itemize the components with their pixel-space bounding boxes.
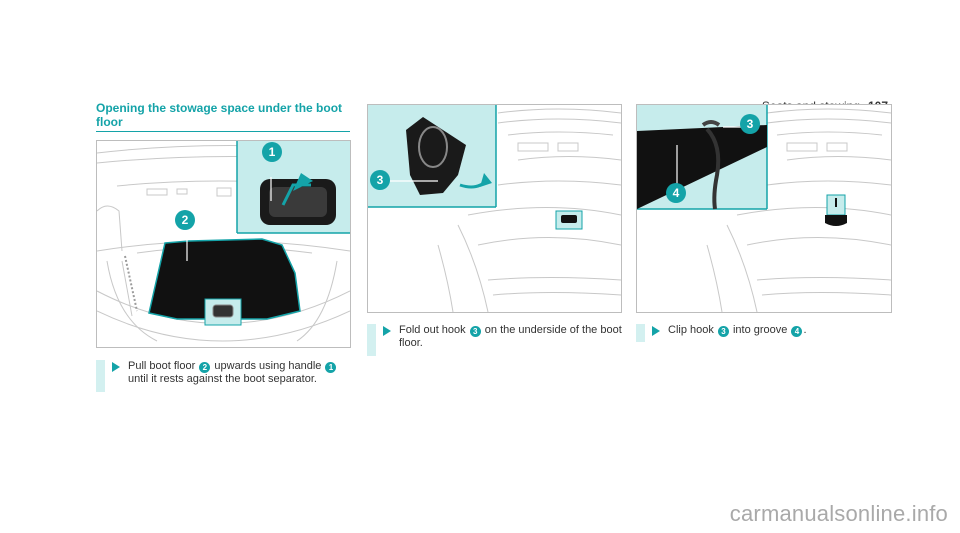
step-text: Pull boot floor 2 upwards using handle 1… xyxy=(128,360,337,386)
ref-badge-3: 3 xyxy=(469,326,481,337)
step-highlight-bar xyxy=(367,324,376,356)
callout-4-fig3: 4 xyxy=(666,183,686,203)
step-text-part: Pull boot floor xyxy=(128,360,199,372)
callout-3-fig2: 3 xyxy=(370,170,390,190)
step-text-part: until it rests against the boot separato… xyxy=(128,373,317,385)
watermark: carmanualsonline.info xyxy=(729,501,948,526)
step-arrow-icon xyxy=(383,326,391,336)
step-arrow-icon xyxy=(112,362,120,372)
step-text-part: upwards using handle xyxy=(211,360,325,372)
step-text-part: on the underside of the boot floor. xyxy=(399,324,622,349)
step-text-part: Fold out hook xyxy=(399,324,469,336)
boot-floor-illustration xyxy=(97,141,350,342)
step-text-part: . xyxy=(803,324,807,336)
step-text-part: Clip hook xyxy=(668,324,717,336)
step-highlight-bar xyxy=(96,360,105,392)
step-highlight-bar xyxy=(636,324,645,342)
callout-3-fig3: 3 xyxy=(740,114,760,134)
step-text-part: into groove xyxy=(729,324,791,336)
callout-1-fig1: 1 xyxy=(262,142,282,162)
figure-fold-out-hook xyxy=(367,104,622,313)
ref-badge-3: 3 xyxy=(717,326,729,337)
callout-2-fig1: 2 xyxy=(175,210,195,230)
ref-badge-4: 4 xyxy=(791,326,803,337)
fold-out-hook-illustration xyxy=(368,105,621,312)
title-underline xyxy=(96,131,350,132)
step-arrow-icon xyxy=(652,326,660,336)
step-text: Fold out hook 3 on the underside of the … xyxy=(399,324,623,350)
ref-badge-1: 1 xyxy=(325,362,337,373)
step-text: Clip hook 3 into groove 4. xyxy=(668,324,807,337)
figure-boot-floor xyxy=(96,140,351,348)
clip-hook-illustration xyxy=(637,105,891,312)
ref-badge-2: 2 xyxy=(199,362,211,373)
figure-clip-hook xyxy=(636,104,892,313)
section-title: Opening the stowage space under the boot… xyxy=(96,101,343,129)
